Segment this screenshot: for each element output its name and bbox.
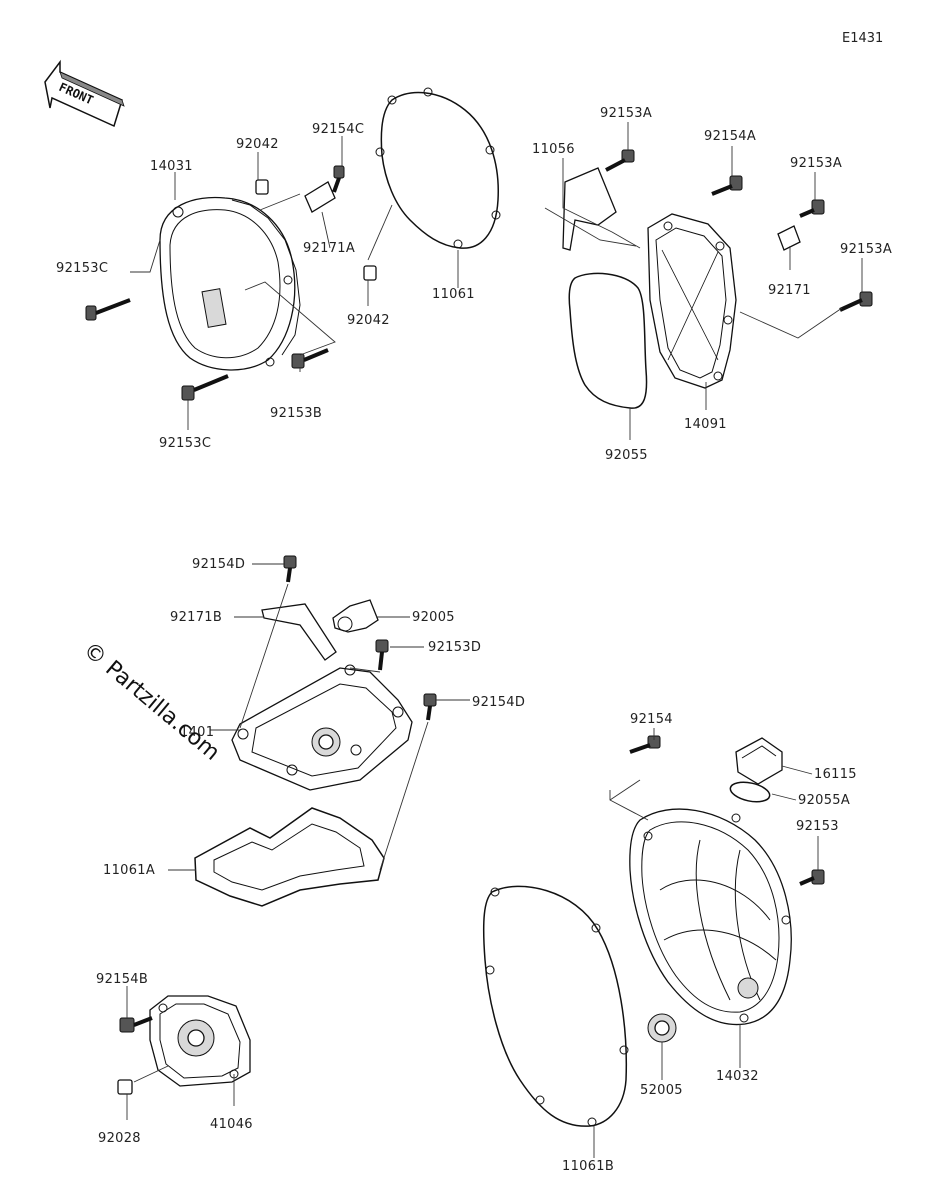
label-41046: 41046 [210, 1117, 253, 1132]
label-92154: 92154 [630, 712, 673, 727]
label-92153D: 92153D [428, 640, 481, 655]
label-14032: 14032 [716, 1069, 759, 1084]
bolt-92154D-b-icon [423, 693, 437, 721]
cover-41046 [149, 995, 251, 1087]
leaders-top-left [130, 136, 459, 430]
bolt-92153C-a-icon [85, 298, 131, 321]
label-1401: 1401 [180, 725, 214, 740]
label-92171B: 92171B [170, 610, 222, 625]
bolt-92153B-icon [291, 348, 329, 369]
watermark: © Partzilla.com [78, 637, 224, 765]
label-92154B: 92154B [96, 972, 148, 987]
label-92153A-b: 92153A [790, 156, 842, 171]
bolt-92153-icon [799, 869, 825, 886]
label-11061: 11061 [432, 287, 475, 302]
label-14091: 14091 [684, 417, 727, 432]
label-52005: 52005 [640, 1083, 683, 1098]
label-92171A: 92171A [303, 241, 355, 256]
label-16115: 16115 [814, 767, 857, 782]
label-92171: 92171 [768, 283, 811, 298]
label-92028: 92028 [98, 1131, 141, 1146]
label-92153A-c: 92153A [840, 242, 892, 257]
leaders-top-right [544, 122, 863, 440]
bolt-92154-icon [629, 735, 661, 754]
bolt-92153A-a-icon [605, 149, 635, 172]
label-92154C: 92154C [312, 122, 364, 137]
bolt-92154C-icon [332, 165, 345, 193]
gasket-11061B [482, 885, 629, 1127]
front-arrow-icon: FRONT [44, 59, 125, 128]
oil-cap-16115-icon [735, 737, 783, 785]
bolt-92154A-icon [711, 175, 743, 196]
label-92154D-a: 92154D [192, 557, 245, 572]
generator-cover-14031 [159, 196, 301, 371]
label-92153C-a: 92153C [56, 261, 108, 276]
label-92153C-b: 92153C [159, 436, 211, 451]
plate-92171B-icon [261, 603, 337, 661]
dowel-92028-icon [117, 1079, 133, 1095]
bolt-92154B-icon [119, 1016, 153, 1033]
label-11061B: 11061B [562, 1159, 614, 1174]
label-92153B: 92153B [270, 406, 322, 421]
label-11061A: 11061A [103, 863, 155, 878]
bolt-92153A-b-icon [799, 199, 825, 218]
leaders-middle-left [168, 563, 470, 871]
dowel-92042-a-icon [255, 179, 269, 195]
label-92154D-b: 92154D [472, 695, 525, 710]
bracket-11056-icon [562, 167, 617, 251]
label-92005: 92005 [412, 610, 455, 625]
dowel-92042-b-icon [363, 265, 377, 281]
label-92153: 92153 [796, 819, 839, 834]
gasket-11061 [375, 87, 501, 249]
clamp-92171A-icon [304, 181, 336, 213]
label-92042-a: 92042 [236, 137, 279, 152]
label-92154A: 92154A [704, 129, 756, 144]
bolt-92154D-a-icon [283, 555, 297, 583]
label-92042-b: 92042 [347, 313, 390, 328]
cap-52005-icon [647, 1013, 677, 1043]
cover-1401 [231, 664, 413, 791]
o-ring-92055A-icon [729, 781, 771, 803]
bolt-92153C-b-icon [181, 374, 229, 401]
gasket-92055 [568, 272, 648, 409]
diagram-id: E1431 [842, 31, 883, 46]
label-92055: 92055 [605, 448, 648, 463]
gasket-11061A [194, 807, 385, 907]
cover-14091 [647, 213, 737, 389]
bolt-92153D-icon [375, 639, 389, 671]
fitting-92005-icon [332, 599, 379, 633]
label-92153A-a: 92153A [600, 106, 652, 121]
leaders-bottom-left [126, 986, 235, 1120]
leaders-bottom-right [593, 728, 819, 1158]
label-92055A: 92055A [798, 793, 850, 808]
clip-92171-icon [777, 225, 801, 251]
bolt-92153A-c-icon [839, 291, 873, 312]
label-11056: 11056 [532, 142, 575, 157]
cover-14032 [629, 808, 792, 1026]
label-14031: 14031 [150, 159, 193, 174]
